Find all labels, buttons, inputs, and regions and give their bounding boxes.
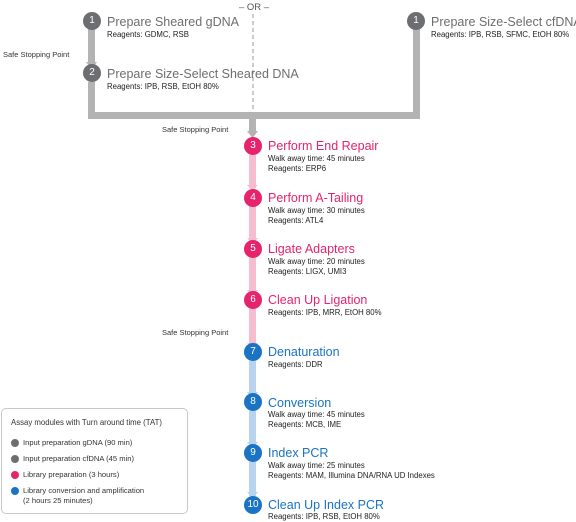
step-9-title: Index PCR [268, 446, 329, 460]
step-1-gdna-reagents: Reagents: GDMC, RSB [107, 30, 189, 39]
step-4-walk-time: Walk away time: 30 minutes [268, 206, 365, 215]
step-5-reagents: Reagents: LIGX, UMI3 [268, 267, 347, 276]
step-1-cfdna-title: Prepare Size-Select cfDNA [431, 15, 576, 29]
step-8-badge: 8 [244, 393, 262, 411]
step-5-walk-time: Walk away time: 20 minutes [268, 257, 365, 266]
connector-2-merge [88, 82, 95, 118]
step-3-badge: 3 [244, 137, 262, 155]
legend-title: Assay modules with Turn around time (TAT… [11, 418, 162, 427]
safe-stopping-point-3: Safe Stopping Point [162, 328, 229, 337]
or-label: – OR – [237, 2, 272, 13]
legend-box: Assay modules with Turn around time (TAT… [1, 408, 188, 514]
step-5-badge: 5 [244, 240, 262, 258]
safe-stopping-point-2: Safe Stopping Point [162, 125, 229, 134]
step-3-reagents: Reagents: ERP6 [268, 164, 327, 173]
legend-item-gdna: Input preparation gDNA (90 min) [23, 438, 133, 447]
legend-dot-conversion [11, 487, 19, 495]
step-3-title: Perform End Repair [268, 139, 379, 153]
safe-stopping-point-1: Safe Stopping Point [3, 50, 70, 59]
step-5-title: Ligate Adapters [268, 242, 355, 256]
step-10-reagents: Reagents: IPB, RSB, EtOH 80% [268, 512, 380, 521]
legend-dot-gdna [11, 439, 19, 447]
step-10-badge: 10 [244, 496, 262, 514]
connector-5-6 [249, 258, 256, 293]
connector-3-4 [249, 155, 256, 188]
legend-item-library-prep: Library preparation (3 hours) [23, 470, 120, 479]
step-1-cfdna-badge: 1 [407, 12, 425, 30]
step-1-cfdna-reagents: Reagents: IPB, RSB, SFMC, EtOH 80% [431, 30, 570, 39]
connector-cfdna-merge [413, 28, 420, 118]
legend-dot-library-prep [11, 471, 19, 479]
step-1-gdna-badge: 1 [83, 12, 101, 30]
arrow-3-4 [247, 185, 258, 191]
step-4-title: Perform A-Tailing [268, 191, 364, 205]
step-9-walk-time: Walk away time: 25 minutes [268, 461, 365, 470]
step-7-badge: 7 [244, 343, 262, 361]
step-6-title: Clean Up Ligation [268, 293, 368, 307]
step-1-gdna-title: Prepare Sheared gDNA [107, 15, 240, 29]
connector-8-9 [249, 411, 256, 446]
step-8-title: Conversion [268, 396, 332, 410]
step-2-title: Prepare Size-Select Sheared DNA [107, 67, 299, 81]
step-2-reagents: Reagents: IPB, RSB, EtOH 80% [107, 82, 219, 91]
arrow-9-10 [247, 492, 258, 498]
step-7-reagents: Reagents: DDR [268, 360, 323, 369]
connector-9-10 [249, 462, 256, 496]
step-8-reagents: Reagents: MCB, IME [268, 420, 342, 429]
legend-item-conversion-duration: (2 hours 25 minutes) [23, 496, 93, 505]
step-6-reagents: Reagents: IPB, MRR, EtOH 80% [268, 308, 382, 317]
arrow-merge-3 [247, 131, 258, 138]
legend-item-cfdna: Input preparation cfDNA (45 min) [23, 454, 135, 463]
step-4-badge: 4 [244, 189, 262, 207]
step-9-reagents: Reagents: MAM, Illumina DNA/RNA UD Index… [268, 471, 435, 480]
legend-item-conversion: Library conversion and amplification [23, 486, 145, 495]
step-7-title: Denaturation [268, 345, 340, 359]
connector-4-5 [249, 206, 256, 241]
step-4-reagents: Reagents: ATL4 [268, 216, 324, 225]
step-8-walk-time: Walk away time: 45 minutes [268, 410, 365, 419]
connector-6-7 [249, 309, 256, 347]
legend-dot-cfdna [11, 455, 19, 463]
step-9-badge: 9 [244, 444, 262, 462]
connector-1-2 [88, 28, 95, 65]
step-2-badge: 2 [83, 64, 101, 82]
connector-7-8 [249, 361, 256, 396]
connector-merge-3 [249, 112, 256, 134]
step-10-title: Clean Up Index PCR [268, 498, 385, 512]
step-6-badge: 6 [244, 291, 262, 309]
step-3-walk-time: Walk away time: 45 minutes [268, 154, 365, 163]
